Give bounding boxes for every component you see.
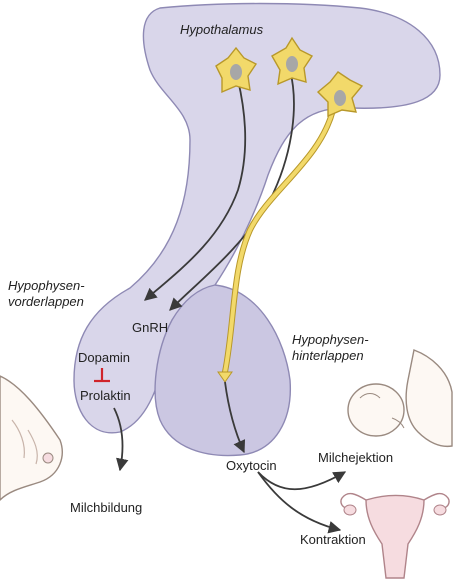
label-milchbildung: Milchbildung: [70, 500, 143, 515]
label-hinterlappen-1: Hypophysen-: [292, 332, 369, 347]
nursing-baby-icon: [347, 349, 453, 448]
arrow-prolaktin-milchbildung: [113, 407, 129, 472]
uterus-icon: [340, 492, 450, 579]
arrow-lobe-oxytocin: [224, 381, 246, 454]
arrow-oxytocin-milchejektion: [257, 471, 347, 491]
axon-1: [144, 79, 247, 301]
label-hinterlappen-2: hinterlappen: [292, 348, 364, 363]
neuron-icon: [316, 71, 364, 118]
label-milchejektion: Milchejektion: [318, 450, 394, 465]
axon-terminal: [217, 371, 233, 383]
neuron-icon: [215, 46, 258, 94]
label-kontraktion: Kontraktion: [300, 532, 366, 547]
inhibition-marker: [94, 368, 110, 383]
arrow-oxytocin-kontraktion: [257, 471, 342, 534]
label-hypothalamus: Hypothalamus: [180, 22, 264, 37]
neuron-icon: [271, 36, 314, 86]
label-oxytocin: Oxytocin: [226, 458, 277, 473]
label-vorderlappen-2: vorderlappen: [8, 294, 84, 309]
label-vorderlappen-1: Hypophysen-: [8, 278, 85, 293]
label-prolaktin: Prolaktin: [80, 388, 131, 403]
label-gnrh: GnRH: [132, 320, 169, 335]
breast-icon: [0, 375, 63, 501]
label-dopamin: Dopamin: [78, 350, 131, 365]
